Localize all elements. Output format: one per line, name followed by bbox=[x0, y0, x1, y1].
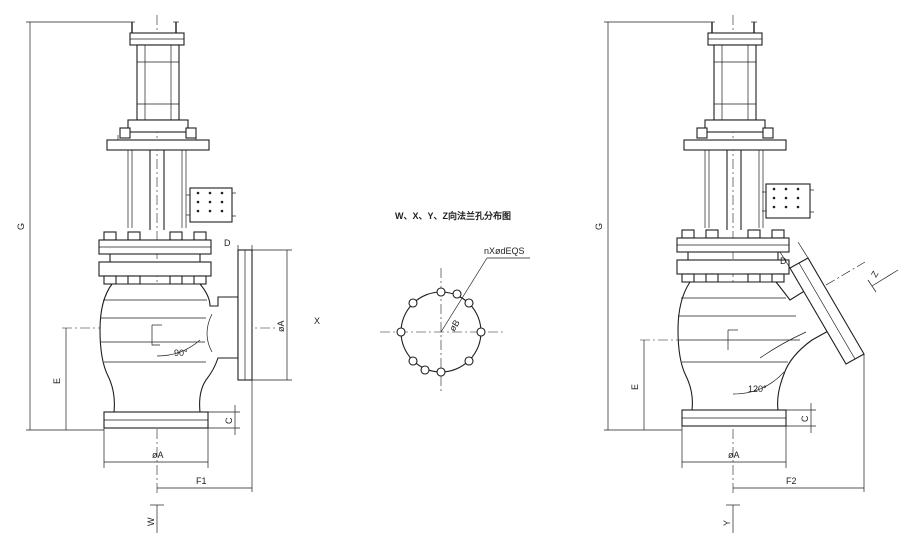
label-angle-120: 120° bbox=[748, 384, 767, 394]
label-y: Y bbox=[722, 520, 732, 526]
label-holes: nXødEQS bbox=[484, 246, 525, 256]
label-g-left: G bbox=[16, 223, 26, 230]
label-f1: F1 bbox=[196, 476, 207, 486]
label-phi-a-flange: øA bbox=[276, 320, 286, 332]
flange-hole-diagram: W、X、Y、Z向法兰孔分布图 nXødEQS øB bbox=[380, 210, 530, 394]
right-valve-view: G E D 120° C øA F2 Z Y bbox=[594, 15, 899, 533]
label-bolt-circle: øB bbox=[447, 318, 462, 333]
flange-layout-title: W、X、Y、Z向法兰孔分布图 bbox=[395, 210, 511, 221]
label-e-right: E bbox=[630, 384, 640, 390]
label-angle-90: 90° bbox=[174, 348, 188, 358]
label-g-right: G bbox=[594, 223, 604, 230]
left-valve-view: G E D øA X 90° C øA F1 W bbox=[16, 15, 320, 533]
label-c-right: C bbox=[800, 415, 810, 422]
label-c-left: C bbox=[224, 417, 234, 424]
label-d-left: D bbox=[224, 238, 231, 248]
label-phi-a-bottom-right: øA bbox=[728, 450, 740, 460]
label-phi-a-bottom-left: øA bbox=[152, 450, 164, 460]
label-w: W bbox=[146, 517, 156, 526]
label-e-left: E bbox=[52, 378, 62, 384]
label-z: Z bbox=[869, 269, 881, 279]
label-f2: F2 bbox=[786, 476, 797, 486]
label-d-right: D bbox=[780, 256, 787, 266]
label-x: X bbox=[314, 316, 320, 326]
